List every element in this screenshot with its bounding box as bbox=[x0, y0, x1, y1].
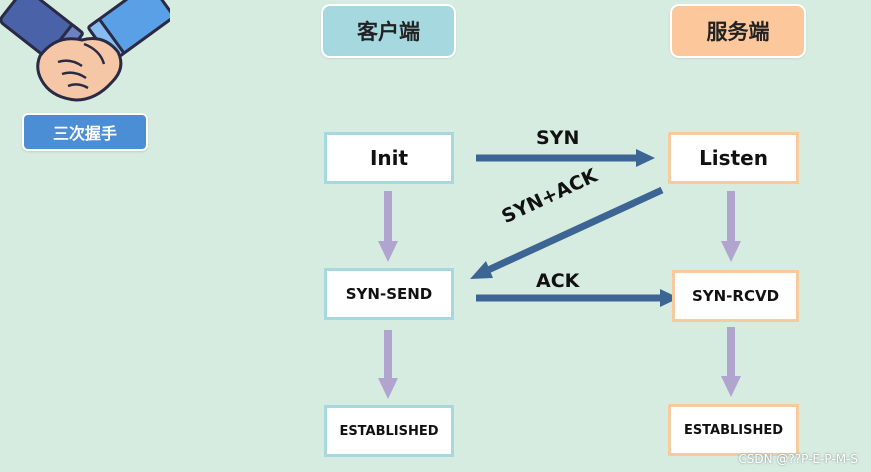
server-header: 服务端 bbox=[670, 4, 806, 58]
server-state-arrow-1 bbox=[721, 191, 741, 262]
watermark: CSDN @??P-E-P-M-S bbox=[738, 452, 858, 466]
server-state-established-label: ESTABLISHED bbox=[683, 422, 784, 438]
client-state-arrow-1 bbox=[378, 191, 398, 262]
syn-label: SYN bbox=[536, 127, 580, 149]
server-state-syn-rcvd: SYN-RCVD bbox=[672, 270, 799, 322]
client-state-syn-send: SYN-SEND bbox=[324, 268, 454, 320]
ack-arrow bbox=[476, 289, 679, 307]
server-state-listen-label: Listen bbox=[699, 146, 768, 170]
client-state-arrow-2 bbox=[378, 330, 398, 399]
client-state-syn-send-label: SYN-SEND bbox=[345, 285, 433, 303]
server-state-established: ESTABLISHED bbox=[668, 404, 799, 456]
server-state-listen: Listen bbox=[668, 132, 799, 184]
handshake-icon bbox=[0, 0, 170, 102]
ack-label: ACK bbox=[536, 270, 580, 292]
server-state-syn-rcvd-label: SYN-RCVD bbox=[691, 287, 780, 305]
client-state-established-label: ESTABLISHED bbox=[339, 423, 439, 439]
syn-ack-arrow bbox=[470, 186, 664, 279]
client-state-established: ESTABLISHED bbox=[324, 405, 454, 457]
client-header: 客户端 bbox=[321, 4, 456, 58]
server-state-arrow-2 bbox=[721, 327, 741, 397]
three-way-handshake-tag: 三次握手 bbox=[22, 113, 148, 151]
client-state-init: Init bbox=[324, 132, 454, 184]
client-state-init-label: Init bbox=[369, 146, 409, 170]
syn-arrow bbox=[476, 149, 655, 167]
